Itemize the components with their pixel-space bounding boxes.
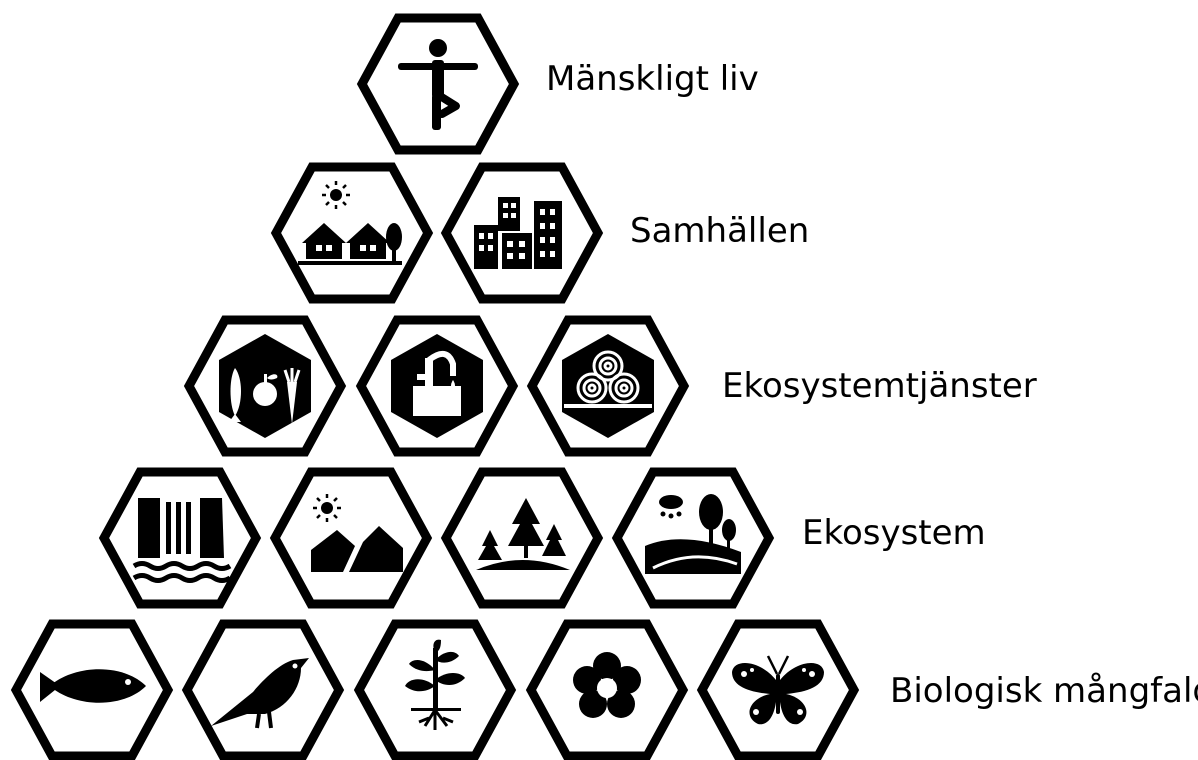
flower-icon bbox=[525, 619, 689, 760]
row-label-ekosystemtjanster: Ekosystemtjänster bbox=[722, 366, 1037, 406]
row-label-manskligt-liv: Mänskligt liv bbox=[546, 59, 759, 99]
timber-logs-icon bbox=[526, 315, 690, 457]
food-fish-apple-carrot-icon bbox=[183, 315, 347, 457]
waterfall-icon bbox=[98, 467, 262, 609]
city-buildings-icon bbox=[440, 162, 604, 304]
rain-hills-trees-icon bbox=[611, 467, 775, 609]
butterfly-icon bbox=[696, 619, 860, 760]
fish-icon bbox=[10, 619, 174, 760]
village-houses-icon bbox=[270, 162, 434, 304]
bird-icon bbox=[181, 619, 345, 760]
plant-roots-icon bbox=[353, 619, 517, 760]
row-label-biologisk-mangfald: Biologisk mångfald bbox=[890, 671, 1198, 711]
water-faucet-icon bbox=[355, 315, 519, 457]
forest-trees-icon bbox=[440, 467, 604, 609]
row-label-samhallen: Samhällen bbox=[630, 211, 810, 251]
mountains-sun-icon bbox=[269, 467, 433, 609]
person-yoga-icon bbox=[356, 13, 520, 155]
row-label-ekosystem: Ekosystem bbox=[802, 513, 986, 553]
